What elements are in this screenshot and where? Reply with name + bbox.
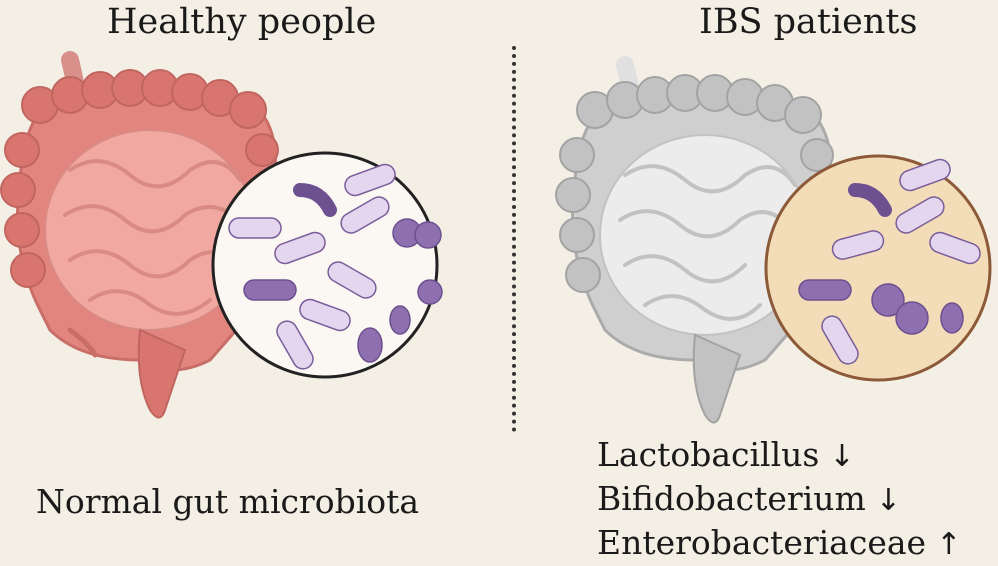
taxon-name: Bifidobacterium <box>597 479 866 518</box>
bacteria-coccus-icon <box>940 302 964 334</box>
panel-divider <box>512 46 516 432</box>
bacteria-rod-icon <box>798 279 852 301</box>
taxon-name: Enterobacteriaceae <box>597 523 927 562</box>
bacteria-rod-icon <box>243 279 297 301</box>
healthy-title: Healthy people <box>107 2 377 42</box>
change-item: Enterobacteriaceae ↑ <box>597 522 961 566</box>
healthy-intestine-icon <box>0 51 283 419</box>
bacteria-coccus-icon <box>414 221 442 249</box>
change-item: Bifidobacterium ↓ <box>597 478 961 522</box>
bacteria-rod-icon <box>228 217 282 239</box>
arrow-down-icon: ↓ <box>829 439 855 474</box>
arrow-down-icon: ↓ <box>875 483 901 518</box>
bacteria-curved-icon <box>848 183 892 217</box>
bacteria-curved-icon <box>293 183 337 217</box>
arrow-up-icon: ↑ <box>936 527 962 562</box>
bacteria-coccus-icon <box>895 301 929 335</box>
taxon-name: Lactobacillus <box>597 435 820 474</box>
healthy-microbiota-bubble <box>211 151 443 379</box>
ibs-changes-list: Lactobacillus ↓ Bifidobacterium ↓ Enteroba… <box>597 434 961 566</box>
bacteria-coccus-icon <box>389 305 411 335</box>
ibs-microbiota-bubble <box>764 154 992 382</box>
ibs-title: IBS patients <box>699 2 918 42</box>
bacteria-coccus-icon <box>357 327 383 363</box>
change-item: Lactobacillus ↓ <box>597 434 961 478</box>
bacteria-coccus-icon <box>871 283 905 317</box>
ibs-intestine-icon <box>555 56 834 424</box>
healthy-caption: Normal gut microbiota <box>36 482 420 521</box>
bacteria-coccus-icon <box>417 279 443 305</box>
